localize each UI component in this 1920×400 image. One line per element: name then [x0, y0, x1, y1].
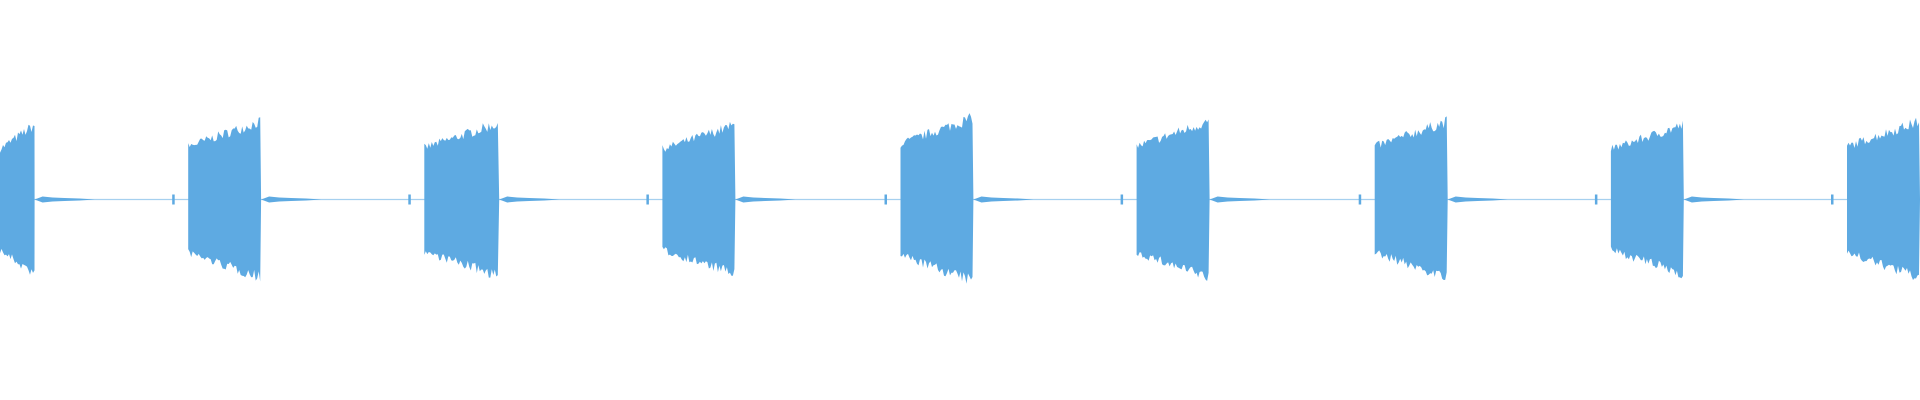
waveform-click — [1120, 194, 1124, 205]
waveform-click — [1831, 194, 1834, 205]
waveform-click — [646, 194, 649, 205]
waveform-decay — [1683, 196, 1744, 203]
waveform-burst — [188, 117, 262, 282]
waveform-burst — [1847, 117, 1920, 280]
waveform-decay — [735, 196, 796, 203]
waveform-click — [1594, 194, 1598, 205]
waveform-click — [172, 194, 175, 205]
waveform-click — [408, 194, 411, 205]
waveform-burst — [424, 123, 500, 278]
waveform-burst — [1136, 119, 1210, 281]
waveform-decay — [261, 196, 322, 203]
waveform-decay — [1209, 196, 1270, 203]
waveform-decay — [34, 196, 95, 203]
waveform-burst — [1374, 116, 1448, 281]
waveform-bursts — [0, 113, 1920, 284]
waveform-decay — [1447, 196, 1508, 203]
waveform-decay — [499, 196, 560, 203]
waveform-decay — [973, 196, 1034, 203]
waveform-click — [884, 194, 887, 205]
waveform-burst — [900, 113, 974, 284]
waveform-click — [1358, 194, 1362, 205]
waveform-burst — [0, 124, 35, 275]
waveform-burst — [662, 121, 736, 276]
waveform-burst — [1610, 120, 1684, 279]
